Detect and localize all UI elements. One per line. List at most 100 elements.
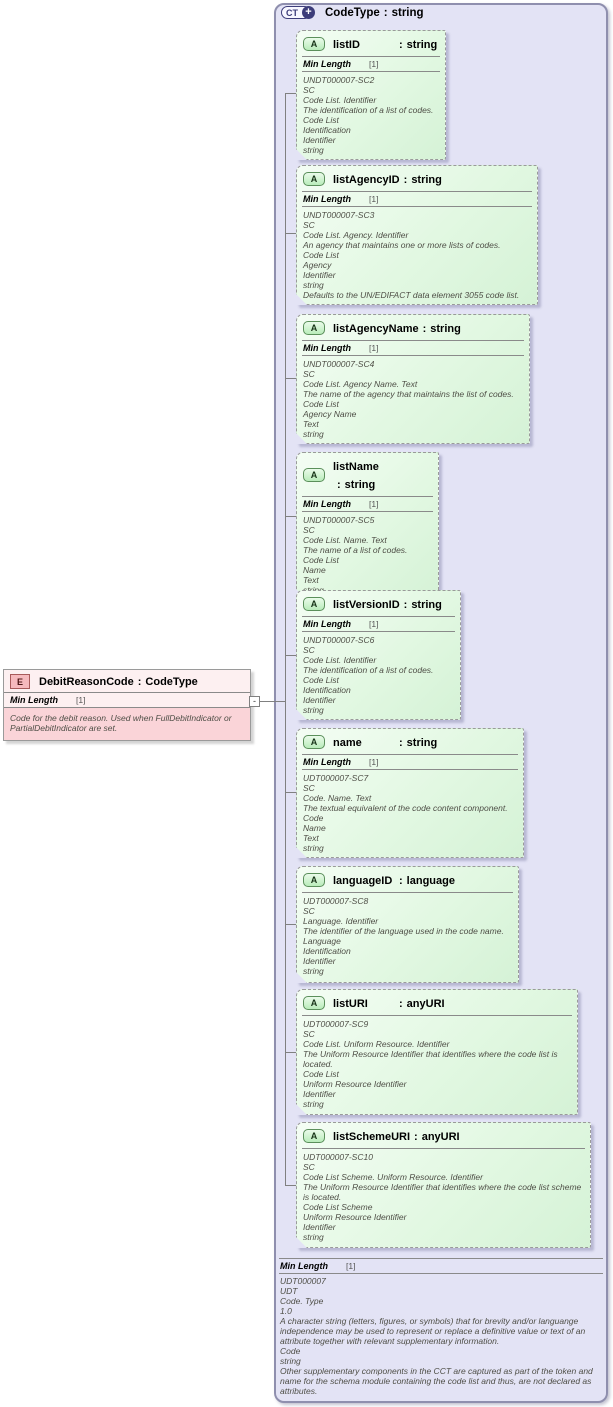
attribute-icon: A xyxy=(303,172,325,186)
attribute-type: string xyxy=(411,599,442,611)
type-separator: : xyxy=(383,6,388,19)
complex-type-annotation: UDT000007 UDT Code. Type 1.0 A character… xyxy=(280,1276,593,1396)
attribute-type: string xyxy=(406,39,438,51)
complex-type-icon: CT + xyxy=(281,6,315,19)
attribute-annotation: UNDT000007-SC3 SC Code List. Agency. Ide… xyxy=(303,210,520,300)
type-separator: : xyxy=(403,599,408,611)
connector-stub xyxy=(285,93,296,94)
attribute-icon: A xyxy=(303,37,325,51)
complex-type-header[interactable]: CT + CodeType:string xyxy=(281,6,424,19)
element-header: E DebitReasonCode:CodeType xyxy=(4,670,250,692)
attribute-name: listAgencyName xyxy=(333,323,419,335)
facet-row: Min Length [1] xyxy=(302,191,532,207)
attribute-annotation: UDT000007-SC9 SC Code List. Uniform Reso… xyxy=(303,1019,558,1109)
attribute-header: A listVersionID:string xyxy=(303,595,455,613)
element-annotation: Code for the debit reason. Used when Ful… xyxy=(4,708,250,740)
attribute-icon: A xyxy=(303,735,325,749)
attribute-name: name xyxy=(333,737,362,749)
attribute-box-languageid[interactable]: A languageID:language UDT000007-SC8 SC L… xyxy=(296,866,519,983)
facet-row: Min Length [1] xyxy=(302,754,518,770)
element-title: DebitReasonCode:CodeType xyxy=(39,676,198,688)
type-separator: : xyxy=(399,875,403,887)
facet-name: Min Length xyxy=(303,343,351,353)
plus-icon: + xyxy=(302,6,315,19)
attribute-box-listagencyname[interactable]: A listAgencyName:string Min Length [1] U… xyxy=(296,314,530,444)
attribute-header: A listName:string xyxy=(303,457,433,493)
connector-stub xyxy=(285,1185,296,1186)
facet-row: Min Length [1] xyxy=(302,496,433,512)
facet-cardinality: [1] xyxy=(369,59,379,69)
attribute-name: listAgencyID xyxy=(333,174,400,186)
attribute-type: string xyxy=(406,737,438,749)
attribute-header: A languageID:language xyxy=(303,871,513,889)
type-separator: : xyxy=(399,39,403,51)
facet-cardinality: [1] xyxy=(369,757,379,767)
attribute-icon: A xyxy=(303,321,325,335)
attribute-type: language xyxy=(406,875,455,887)
connector-stub xyxy=(285,1052,296,1053)
complex-type-icon-label: CT xyxy=(286,7,298,18)
attribute-type: anyURI xyxy=(406,998,445,1010)
attribute-annotation: UDT000007-SC8 SC Language. Identifier Th… xyxy=(303,896,504,976)
element-box-debitreasoncode[interactable]: E DebitReasonCode:CodeType Min Length [1… xyxy=(3,669,251,741)
connector-stub xyxy=(285,792,296,793)
facet-cardinality: [1] xyxy=(76,695,86,705)
facet-row: Min Length [1] xyxy=(302,56,440,72)
attribute-annotation: UNDT000007-SC6 SC Code List. Identifier … xyxy=(303,635,434,715)
attribute-name: listSchemeURI xyxy=(333,1131,411,1143)
attribute-box-listschemeuri[interactable]: A listSchemeURI:anyURI UDT000007-SC10 SC… xyxy=(296,1122,591,1248)
divider xyxy=(302,1148,585,1149)
complex-type-facet: Min Length [1] xyxy=(279,1258,603,1274)
attribute-name: listVersionID xyxy=(333,599,400,611)
facet-cardinality: [1] xyxy=(369,619,379,629)
attribute-box-listversionid[interactable]: A listVersionID:string Min Length [1] UN… xyxy=(296,590,461,720)
facet-cardinality: [1] xyxy=(369,194,379,204)
attribute-header: A listAgencyName:string xyxy=(303,319,524,337)
facet-row: Min Length [1] xyxy=(302,340,524,356)
attribute-type: string xyxy=(411,174,442,186)
type-separator: : xyxy=(337,479,341,491)
attribute-box-listname[interactable]: A listName:string Min Length [1] UNDT000… xyxy=(296,452,439,600)
type-separator: : xyxy=(399,737,403,749)
attribute-icon: A xyxy=(303,1129,325,1143)
element-type: CodeType xyxy=(145,675,198,688)
attribute-annotation: UNDT000007-SC4 SC Code List. Agency Name… xyxy=(303,359,514,439)
complex-type-title: CodeType:string xyxy=(325,7,424,19)
facet-name: Min Length xyxy=(10,695,58,705)
facet-name: Min Length xyxy=(303,757,351,767)
expand-collapse-icon[interactable]: - xyxy=(249,696,260,707)
attribute-annotation: UDT000007-SC7 SC Code. Name. Text The te… xyxy=(303,773,508,853)
attribute-box-listid[interactable]: A listID:string Min Length [1] UNDT00000… xyxy=(296,30,446,160)
attribute-type: string xyxy=(344,479,376,491)
connector-stub xyxy=(285,233,296,234)
attribute-box-listuri[interactable]: A listURI:anyURI UDT000007-SC9 SC Code L… xyxy=(296,989,578,1115)
attribute-name: listName xyxy=(333,461,379,473)
complex-type-base-type: string xyxy=(391,6,424,19)
connector-stub xyxy=(285,378,296,379)
attribute-icon: A xyxy=(303,996,325,1010)
attribute-box-name[interactable]: A name:string Min Length [1] UDT000007-S… xyxy=(296,728,524,858)
attribute-name: languageID xyxy=(333,875,393,887)
type-separator: : xyxy=(399,998,403,1010)
attribute-annotation: UNDT000007-SC2 SC Code List. Identifier … xyxy=(303,75,434,155)
facet-name: Min Length xyxy=(303,619,351,629)
connector-line-trunk xyxy=(285,93,286,1186)
facet-cardinality: [1] xyxy=(369,343,379,353)
attribute-header: A name:string xyxy=(303,733,518,751)
attribute-header: A listAgencyID:string xyxy=(303,170,532,188)
attribute-header: A listSchemeURI:anyURI xyxy=(303,1127,585,1145)
connector-stub xyxy=(285,924,296,925)
connector-stub xyxy=(285,655,296,656)
type-separator: : xyxy=(414,1131,418,1143)
element-icon: E xyxy=(10,674,30,689)
attribute-header: A listURI:anyURI xyxy=(303,994,572,1012)
attribute-icon: A xyxy=(303,468,325,482)
attribute-annotation: UDT000007-SC10 SC Code List Scheme. Unif… xyxy=(303,1152,582,1242)
facet-row: Min Length [1] xyxy=(302,616,455,632)
facet-name: Min Length xyxy=(280,1261,328,1271)
attribute-box-listagencyid[interactable]: A listAgencyID:string Min Length [1] UND… xyxy=(296,165,538,305)
element-name: DebitReasonCode xyxy=(39,675,134,688)
type-separator: : xyxy=(422,323,427,335)
attribute-name: listID xyxy=(333,39,360,51)
